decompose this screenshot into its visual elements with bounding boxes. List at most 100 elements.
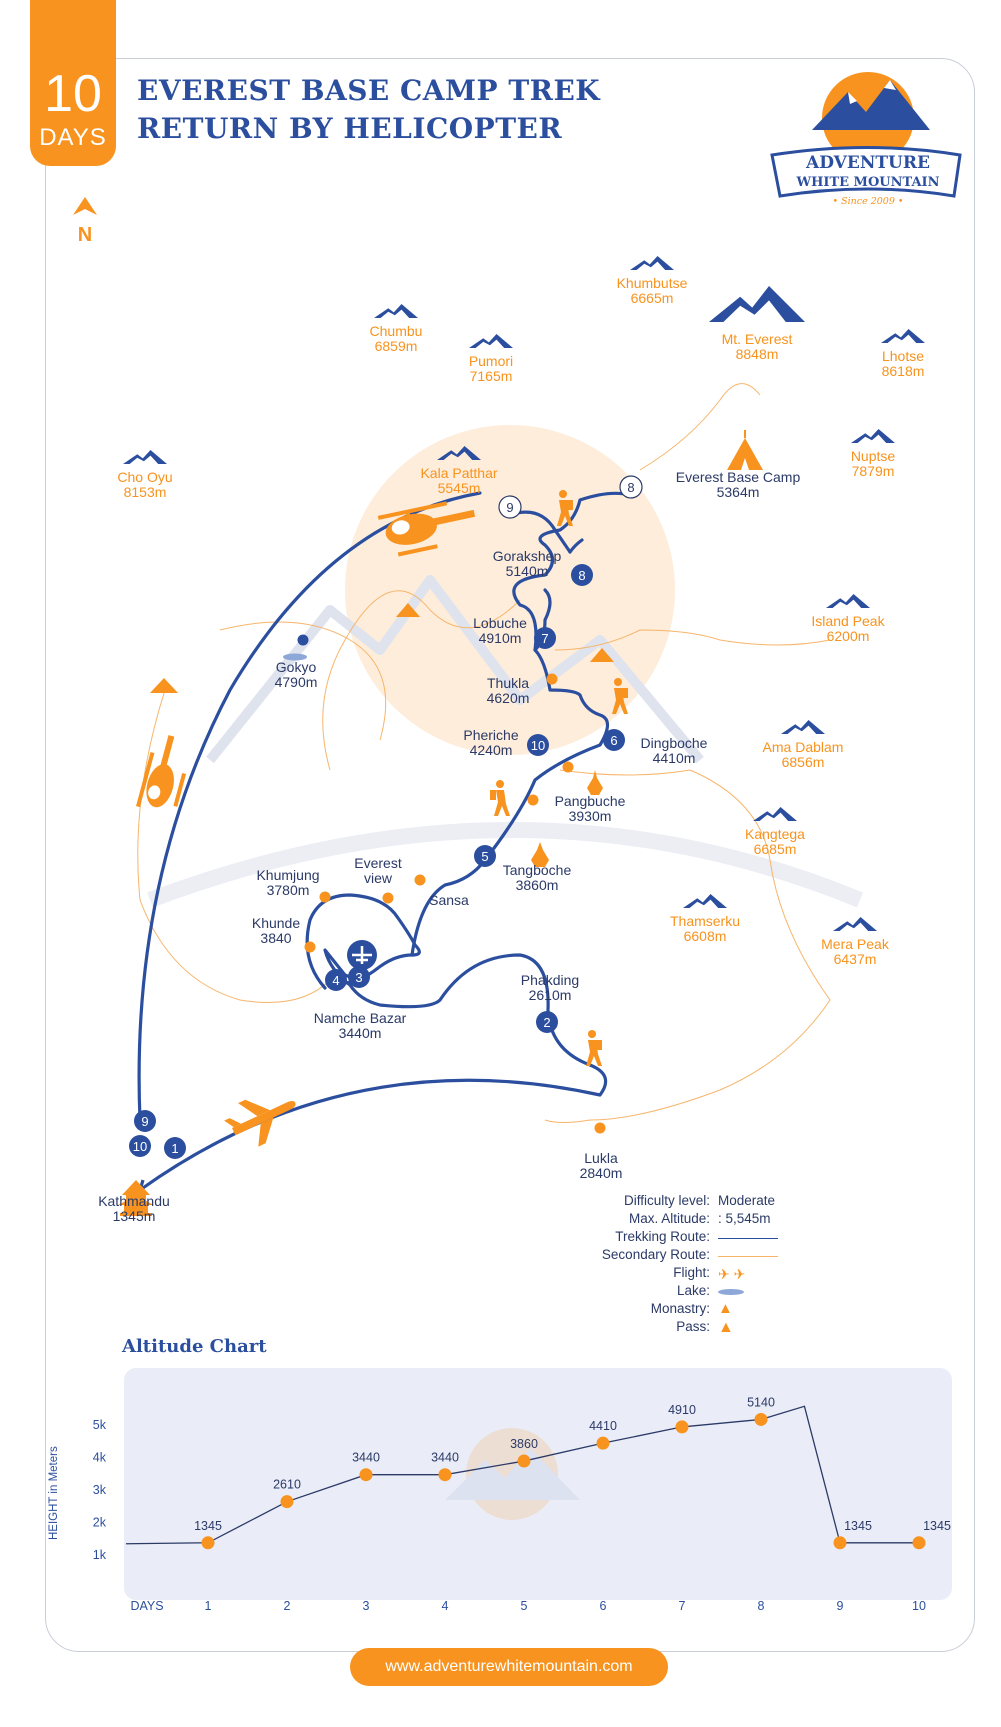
peak-altitude: 7879m bbox=[852, 463, 895, 479]
chart-y-axis-title: HEIGHT in Meters bbox=[48, 1446, 60, 1540]
day-marker-number: 6 bbox=[610, 733, 617, 748]
place-name: Lobuche bbox=[473, 615, 527, 631]
day-marker: 5 bbox=[474, 845, 496, 867]
legend-trekking-label: Trekking Route: bbox=[615, 1229, 710, 1244]
day-marker: 6 bbox=[603, 729, 625, 751]
day-marker: 8 bbox=[619, 475, 643, 499]
place-altitude: 1345m bbox=[113, 1208, 156, 1224]
place-name: Pheriche bbox=[463, 727, 518, 743]
day-marker: 9 bbox=[134, 1110, 156, 1132]
day-marker-number: 2 bbox=[543, 1015, 550, 1030]
peak-name: Thamserku bbox=[670, 913, 740, 929]
place-name: Kathmandu bbox=[98, 1193, 170, 1209]
place-name: Lukla bbox=[584, 1150, 618, 1166]
logo-line2: WHITE MOUNTAIN bbox=[795, 175, 939, 190]
mountain-icon bbox=[469, 334, 513, 348]
day-marker-number: 3 bbox=[355, 970, 362, 985]
peak-altitude: 7165m bbox=[470, 368, 513, 384]
legend-lake-icon bbox=[718, 1289, 744, 1295]
place-name: Pangbuche bbox=[555, 793, 626, 809]
peak-name: Khumbutse bbox=[617, 275, 688, 291]
days-label: DAYS bbox=[39, 124, 107, 151]
place-name: Everest bbox=[354, 855, 402, 871]
peak-name: Kangtega bbox=[745, 826, 805, 842]
peak-name: Chumbu bbox=[370, 323, 423, 339]
peak-name: Cho Oyu bbox=[117, 469, 172, 485]
peak-altitude: 8618m bbox=[882, 363, 925, 379]
place-altitude: 4790m bbox=[275, 674, 318, 690]
mountain-icon bbox=[630, 256, 674, 270]
peak-name: Kala Patthar bbox=[420, 465, 497, 481]
legend-secondary-swatch bbox=[718, 1256, 778, 1257]
logo-line1: ADVENTURE bbox=[805, 153, 930, 173]
place-altitude: 2840m bbox=[580, 1165, 623, 1181]
place-name: Khunde bbox=[252, 915, 300, 931]
legend-difficulty-value: Moderate bbox=[718, 1193, 776, 1208]
north-arrow-icon bbox=[73, 197, 97, 215]
mountain-icon bbox=[123, 450, 167, 464]
chart-panel bbox=[124, 1368, 952, 1600]
days-number: 10 bbox=[44, 65, 102, 123]
logo-since: • Since 2009 • bbox=[832, 196, 903, 207]
day-marker-number: 9 bbox=[506, 500, 513, 515]
place-name: Sansa bbox=[429, 892, 469, 908]
gokyo-lake bbox=[283, 653, 307, 661]
company-logo: ADVENTURE WHITE MOUNTAIN • Since 2009 • bbox=[770, 72, 962, 207]
place-name: Thukla bbox=[487, 675, 529, 691]
peak-name: Ama Dablam bbox=[763, 739, 844, 755]
peak-altitude: 6665m bbox=[631, 290, 674, 306]
day-marker-number: 9 bbox=[141, 1114, 148, 1129]
day-marker-number: 7 bbox=[541, 631, 548, 646]
page-title-line1: EVEREST BASE CAMP TREK bbox=[137, 74, 601, 107]
peak-name: Mt. Everest bbox=[722, 331, 793, 347]
place-name: Gokyo bbox=[276, 659, 317, 675]
place-name: Namche Bazar bbox=[314, 1010, 407, 1026]
day-marker: 2 bbox=[536, 1011, 558, 1033]
peak-altitude: 6200m bbox=[827, 628, 870, 644]
monastery-icons bbox=[531, 770, 603, 867]
place-name: Phakding bbox=[521, 972, 579, 988]
place-altitude: 4410m bbox=[653, 750, 696, 766]
peak-altitude: 8153m bbox=[124, 484, 167, 500]
peak-altitude: 5545m bbox=[438, 480, 481, 496]
place-name: Khumjung bbox=[256, 867, 319, 883]
hiker-icons bbox=[490, 490, 628, 1066]
legend-pass-icon: ▲ bbox=[718, 1319, 734, 1336]
place-name: Everest Base Camp bbox=[676, 469, 801, 485]
legend-pass-label: Pass: bbox=[676, 1319, 710, 1334]
legend-monastery-icon: ▲ bbox=[718, 1300, 733, 1317]
place-altitude: 3780m bbox=[267, 882, 310, 898]
place-altitude: 3440m bbox=[339, 1025, 382, 1041]
peak-name: Lhotse bbox=[882, 348, 924, 364]
place-name: view bbox=[364, 870, 393, 886]
day-marker: 4 bbox=[325, 969, 347, 991]
place-dots bbox=[304, 673, 606, 1134]
peak-altitude: 6608m bbox=[684, 928, 727, 944]
mountain-icon bbox=[833, 917, 877, 931]
duration-badge: 10 DAYS bbox=[30, 0, 116, 166]
place-name: Dingboche bbox=[641, 735, 708, 751]
peak-name: Mera Peak bbox=[821, 936, 890, 952]
mountain-icon bbox=[709, 286, 805, 322]
mountain-icon bbox=[374, 304, 418, 318]
place-name: Tangboche bbox=[503, 862, 572, 878]
peak-altitude: 8848m bbox=[736, 346, 779, 362]
watermark-mountains bbox=[206, 575, 704, 764]
place-altitude: 5140m bbox=[506, 563, 549, 579]
place-altitude: 4240m bbox=[470, 742, 513, 758]
peak-altitude: 6437m bbox=[834, 951, 877, 967]
day-marker-number: 1 bbox=[171, 1141, 178, 1156]
mountain-icon bbox=[753, 807, 797, 821]
chart-title: Altitude Chart bbox=[122, 1336, 267, 1357]
place-altitude: 3860m bbox=[516, 877, 559, 893]
peak-name: Nuptse bbox=[851, 448, 896, 464]
mountain-icon bbox=[781, 720, 825, 734]
north-compass: N bbox=[70, 195, 100, 247]
day-marker-number: 4 bbox=[332, 973, 339, 988]
mountain-icon bbox=[851, 429, 895, 443]
website-url[interactable]: www.adventurewhitemountain.com bbox=[350, 1648, 668, 1686]
north-label: N bbox=[77, 224, 93, 246]
peak-altitude: 6859m bbox=[375, 338, 418, 354]
